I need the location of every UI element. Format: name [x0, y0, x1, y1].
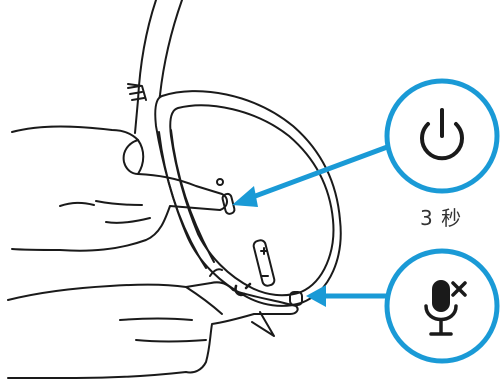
upper-hand-finger-1 — [95, 200, 143, 206]
lower-hand-knuckle — [209, 268, 223, 277]
volume-plus-mark — [260, 247, 268, 255]
power-callout — [384, 78, 500, 194]
arrow-to-power-button — [247, 143, 393, 201]
upper-hand-finger-2 — [105, 217, 151, 224]
headband-outer-line — [134, 0, 157, 134]
earcup-logo-mark — [234, 282, 252, 297]
mute-callout — [384, 248, 500, 364]
earcup-bottom-tab — [251, 311, 275, 337]
arrow-head-mute — [306, 285, 326, 307]
power-icon — [420, 108, 464, 161]
led-indicator — [216, 178, 224, 186]
arrow-head-power — [232, 186, 258, 207]
headband-connector — [127, 83, 147, 101]
hinge-strap — [158, 131, 207, 269]
upper-hand-knuckle — [59, 201, 95, 207]
lower-hand-finger-2 — [119, 317, 193, 321]
volume-rocker-graphic — [252, 239, 276, 287]
lower-hand-outline — [7, 281, 299, 379]
mic-mute-icon — [424, 280, 468, 336]
headband-ridge-2 — [129, 91, 143, 95]
lower-hand-finger-1 — [185, 286, 223, 315]
power-button-graphic — [221, 192, 236, 215]
upper-hand-outline — [11, 125, 228, 252]
headband-ridge-3 — [131, 97, 145, 101]
upper-hand-thumb — [122, 139, 139, 175]
hinge-strap-inner — [170, 129, 215, 263]
headband-inner-line — [156, 0, 183, 116]
headband-ridge-1 — [127, 85, 141, 89]
callout-arrows — [232, 143, 393, 307]
hold-duration-label: 3 秒 — [420, 206, 463, 230]
lower-hand-finger-3 — [135, 339, 207, 343]
